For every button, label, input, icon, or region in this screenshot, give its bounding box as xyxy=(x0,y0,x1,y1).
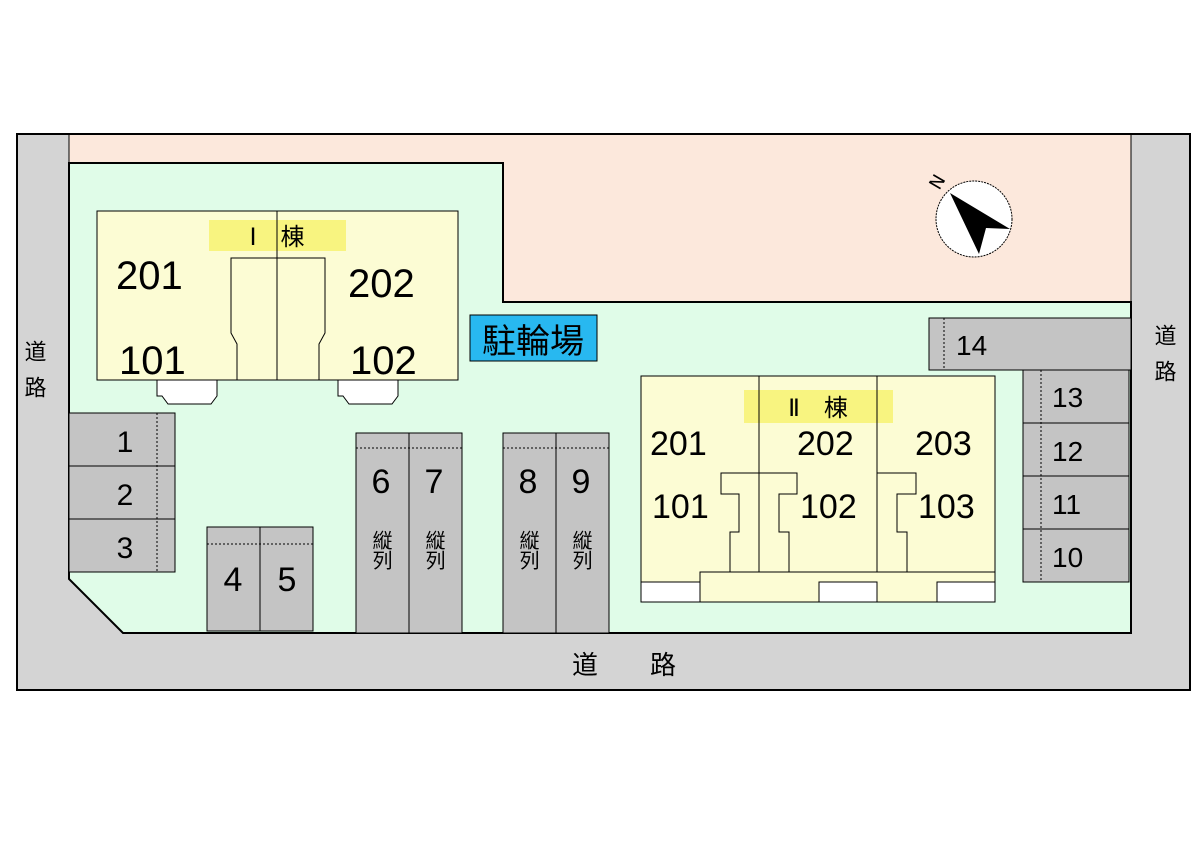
parking-number: 9 xyxy=(572,463,591,501)
parking-number: 14 xyxy=(956,330,987,361)
parking-number: 8 xyxy=(519,463,538,501)
building-2: Ⅱ 棟 201 202 203 101 102 103 xyxy=(640,375,996,603)
tandem-label: 縦列 xyxy=(516,530,540,570)
unit-ii-103: 103 xyxy=(918,488,975,526)
unit-ii-202: 202 xyxy=(797,425,854,463)
parking-group-6-9: 6 7 8 9 縦列 縦列 縦列 縦列 xyxy=(355,432,610,634)
parking-number: 4 xyxy=(224,561,243,599)
unit-ii-201: 201 xyxy=(650,425,707,463)
unit-ii-101: 101 xyxy=(652,488,709,526)
parking-space-14[interactable] xyxy=(928,317,1132,371)
parking-number: 6 xyxy=(372,463,391,501)
bicycle-parking: 駐輪場 xyxy=(469,314,598,362)
parking-number: 12 xyxy=(1052,436,1083,467)
unit-i-101: 101 xyxy=(119,339,186,383)
parking-number: 7 xyxy=(425,463,444,501)
road-label-right: 道路 xyxy=(1151,324,1177,396)
parking-space-6[interactable] xyxy=(355,432,410,634)
entrance-step xyxy=(337,379,399,405)
bicycle-parking-label: 駐輪場 xyxy=(482,322,584,362)
parking-number: 1 xyxy=(117,426,134,459)
unit-i-201: 201 xyxy=(116,254,183,298)
parking-group-4-5: 4 5 xyxy=(206,526,314,632)
parking-number: 2 xyxy=(117,479,134,512)
parking-space-9[interactable] xyxy=(555,432,610,634)
north-arrow-icon: N xyxy=(925,171,1013,258)
road-label-left: 道路 xyxy=(21,340,47,412)
parking-number: 10 xyxy=(1052,542,1083,573)
building-1-label: Ⅰ 棟 xyxy=(249,223,304,251)
building-1: Ⅰ 棟 201 202 101 102 xyxy=(96,210,459,405)
parking-number: 5 xyxy=(278,561,297,599)
tandem-label: 縦列 xyxy=(369,530,393,570)
entrance-step xyxy=(156,379,218,405)
parking-number: 13 xyxy=(1052,382,1083,413)
road-label-bottom: 道 路 xyxy=(572,651,676,681)
parking-number: 3 xyxy=(117,532,134,565)
unit-ii-102: 102 xyxy=(800,488,857,526)
parking-space-11[interactable] xyxy=(1022,475,1130,530)
parking-number: 11 xyxy=(1052,489,1081,520)
unit-i-202: 202 xyxy=(348,262,415,306)
tandem-label: 縦列 xyxy=(569,530,593,570)
parking-space-7[interactable] xyxy=(408,432,463,634)
parking-group-1-3: 1 2 3 xyxy=(68,412,176,573)
parking-group-10-14: 14 13 12 11 10 xyxy=(928,317,1132,583)
building-2-label: Ⅱ 棟 xyxy=(788,394,848,422)
unit-i-102: 102 xyxy=(350,339,417,383)
tandem-label: 縦列 xyxy=(422,530,446,570)
parking-space-8[interactable] xyxy=(502,432,557,634)
unit-ii-203: 203 xyxy=(915,425,972,463)
